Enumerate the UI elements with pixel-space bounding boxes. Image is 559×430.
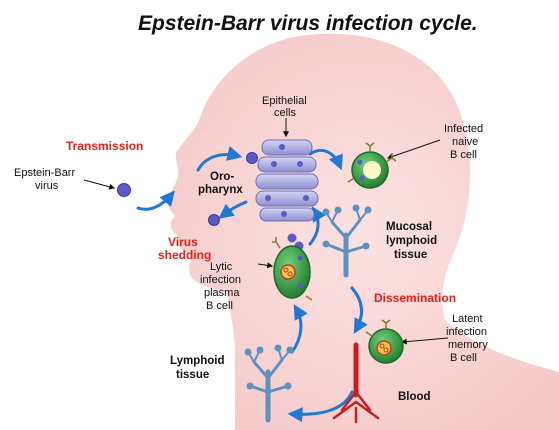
svg-text:shedding: shedding <box>158 248 211 262</box>
arrow-shedding <box>218 200 248 219</box>
svg-text:Oro-: Oro- <box>210 171 234 183</box>
label-lymphoid-tissue: Lymphoid tissue <box>170 355 225 381</box>
arrow-transmission <box>136 190 175 211</box>
label-infected-naive-b-cell: Infected naive B cell <box>444 123 483 161</box>
pointer-lytic <box>257 262 274 269</box>
label-blood: Blood <box>398 391 431 403</box>
svg-text:Virus: Virus <box>168 235 198 249</box>
head-silhouette <box>167 33 559 430</box>
arrow-lymphoid-to-lytic <box>290 304 308 354</box>
label-latent-infection: Latent infection memory B cell <box>446 313 488 364</box>
svg-text:Latent: Latent <box>452 313 483 325</box>
pointer-latent <box>400 337 449 345</box>
pointer-ebv <box>83 179 116 190</box>
epithelial-cell-stack <box>255 139 319 222</box>
arrow-to-epithelium <box>196 146 243 172</box>
label-transmission: Transmission <box>66 139 143 153</box>
svg-text:Epstein-Barr: Epstein-Barr <box>14 167 75 179</box>
svg-text:Lymphoid: Lymphoid <box>170 355 225 367</box>
svg-text:tissue: tissue <box>176 369 209 381</box>
svg-text:Epithelial: Epithelial <box>262 95 307 107</box>
svg-text:B cell: B cell <box>206 300 233 312</box>
flow-arrows <box>136 146 368 423</box>
svg-text:Mucosal: Mucosal <box>386 221 432 233</box>
label-oropharynx: Oro- pharynx <box>198 171 243 196</box>
mucosal-lymphoid-tissue <box>322 204 372 278</box>
diagram-title: Epstein-Barr virus infection cycle. <box>138 12 478 35</box>
virus-icon <box>117 183 131 197</box>
virus-particles <box>117 152 304 251</box>
svg-text:memory: memory <box>448 339 488 351</box>
arrow-blood-to-lymphoid <box>287 390 354 423</box>
label-epithelial-cells: Epithelial cells <box>262 95 307 119</box>
svg-text:virus: virus <box>35 180 59 192</box>
svg-text:cells: cells <box>274 107 297 119</box>
lymphoid-tissue-tree <box>244 344 294 423</box>
svg-text:lymphoid: lymphoid <box>386 235 437 247</box>
label-ebv: Epstein-Barr virus <box>14 167 75 192</box>
svg-text:naive: naive <box>452 136 478 148</box>
svg-text:B cell: B cell <box>450 352 477 364</box>
label-lytic-infection: Lytic infection plasma B cell <box>200 261 241 312</box>
arrow-dissemination <box>350 286 368 334</box>
infected-naive-b-cell <box>347 142 397 189</box>
svg-text:Infected: Infected <box>444 123 483 135</box>
svg-text:infection: infection <box>446 326 487 338</box>
pointer-infected <box>386 139 441 160</box>
blood-vessels <box>332 342 380 424</box>
label-dissemination: Dissemination <box>374 291 456 305</box>
svg-text:Lytic: Lytic <box>210 261 233 273</box>
label-mucosal-lymphoid-tissue: Mucosal lymphoid tissue <box>386 221 437 261</box>
lytic-plasma-b-cell <box>272 237 313 301</box>
svg-text:B cell: B cell <box>450 149 477 161</box>
svg-text:infection: infection <box>200 274 241 286</box>
pointer-arrows <box>83 118 449 345</box>
svg-text:pharynx: pharynx <box>198 184 243 196</box>
virus-icon <box>208 214 220 226</box>
svg-text:tissue: tissue <box>394 249 427 261</box>
arrow-to-bcell <box>308 149 343 171</box>
virus-icon <box>246 152 258 164</box>
arrow-lytic-to-epithelium <box>308 206 326 246</box>
label-virus-shedding: Virus shedding <box>158 235 211 262</box>
latent-memory-b-cell <box>365 319 404 364</box>
svg-text:plasma: plasma <box>204 287 240 299</box>
virus-icon <box>287 233 297 243</box>
